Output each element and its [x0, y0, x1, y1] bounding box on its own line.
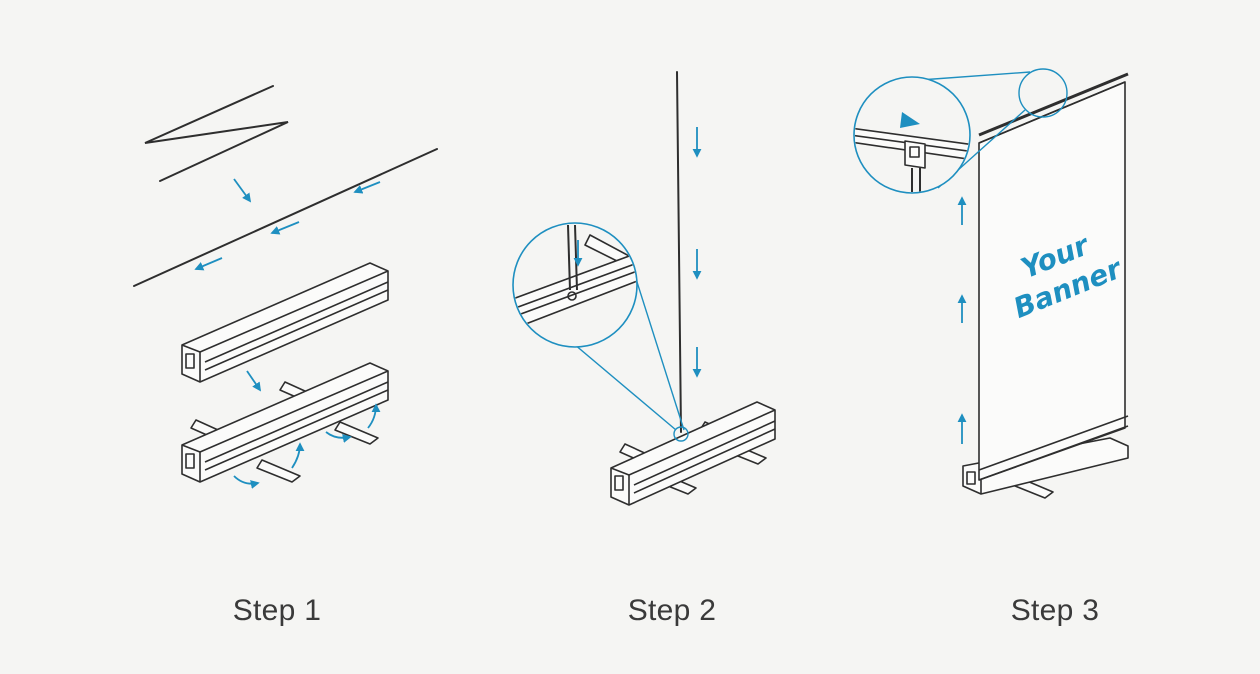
- zoom-detail: [512, 222, 638, 348]
- zoom-detail: [853, 76, 971, 194]
- vertical-pole: [676, 71, 682, 433]
- step3-illustration: Your Banner: [853, 68, 1129, 499]
- banner: Your Banner: [978, 72, 1129, 481]
- arrow-down-icon: [246, 370, 262, 392]
- zoom-target: [1018, 68, 1068, 118]
- arrow-down-icon: [233, 178, 252, 203]
- base-closed: [181, 262, 389, 383]
- arrow-rotate-icon: [291, 442, 305, 469]
- arrow-icon: [900, 112, 920, 128]
- zoom-target: [673, 426, 689, 442]
- base-stand: [610, 401, 776, 506]
- arrow-rotate-icon: [233, 475, 260, 489]
- arrow-rotate-icon: [367, 403, 381, 429]
- extended-pole: [133, 148, 438, 287]
- arrow-left-icon: [353, 181, 381, 194]
- folded-pole: [144, 85, 289, 182]
- step1-illustration: [133, 85, 438, 489]
- step-3-label: Step 3: [1010, 594, 1100, 627]
- step-1-label: Step 1: [232, 594, 322, 627]
- arrow-rotate-icon: [325, 431, 352, 443]
- arrow-left-icon: [194, 257, 223, 271]
- step-2-label: Step 2: [627, 594, 717, 627]
- step2-illustration: [512, 71, 776, 506]
- base-open: [181, 362, 389, 483]
- arrow-left-icon: [270, 221, 300, 235]
- base-stand: [962, 437, 1129, 499]
